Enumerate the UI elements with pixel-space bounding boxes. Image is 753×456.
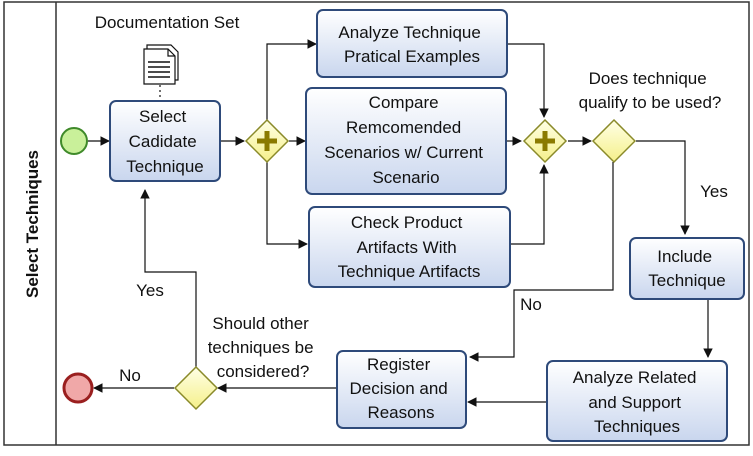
flow-label-no-end: No xyxy=(119,366,141,385)
flow-check-to-join xyxy=(510,164,549,245)
task-register-decision[interactable]: Register Decision and Reasons xyxy=(336,350,467,429)
data-object-label: Documentation Set xyxy=(95,13,240,32)
task-compare-scenarios[interactable]: Compare Remcomended Scenarios w/ Current… xyxy=(305,87,507,195)
parallel-gateway-join[interactable] xyxy=(522,118,568,164)
lane-label: Select Techniques xyxy=(23,150,42,298)
start-event[interactable] xyxy=(60,127,88,155)
parallel-gateway-split[interactable] xyxy=(244,118,290,164)
task-label: Include Technique xyxy=(648,247,726,290)
task-label: Register Decision and Reasons xyxy=(349,355,452,422)
flow-split-to-check xyxy=(266,162,308,249)
exclusive-gateway-other[interactable] xyxy=(173,365,219,411)
other-question-label: Should other techniques be considered? xyxy=(208,314,319,381)
flow-yes-to-include xyxy=(636,140,690,235)
task-include-technique[interactable]: Include Technique xyxy=(629,237,745,300)
task-label: Analyze Technique Pratical Examples xyxy=(338,23,485,66)
task-analyze-practical-examples[interactable]: Analyze Technique Pratical Examples xyxy=(316,9,508,78)
task-label: Select Cadidate Technique xyxy=(126,107,204,176)
plus-icon xyxy=(535,131,555,151)
qualify-question-label: Does technique qualify to be used? xyxy=(579,69,722,112)
flow-no-to-register xyxy=(469,162,614,362)
task-check-product-artifacts[interactable]: Check Product Artifacts With Technique A… xyxy=(308,206,511,288)
document-icon xyxy=(143,44,179,85)
flow-label-no-register: No xyxy=(520,295,542,314)
task-label: Compare Remcomended Scenarios w/ Current… xyxy=(324,93,487,187)
flow-label-yes-include: Yes xyxy=(700,182,728,201)
plus-icon xyxy=(257,131,277,151)
task-label: Check Product Artifacts With Technique A… xyxy=(338,213,481,281)
sequence-flows xyxy=(88,39,713,407)
documentation-set: Documentation Set xyxy=(95,13,240,100)
task-label: Analyze Related and Support Techniques xyxy=(573,368,702,436)
flow-analyze-to-join xyxy=(507,43,549,118)
exclusive-gateway-qualify[interactable] xyxy=(591,118,637,164)
task-analyze-related[interactable]: Analyze Related and Support Techniques xyxy=(546,360,728,442)
flow-split-to-analyze xyxy=(266,39,317,121)
end-event[interactable] xyxy=(62,372,94,404)
flow-label-yes-loop: Yes xyxy=(136,281,164,300)
task-select-candidate[interactable]: Select Cadidate Technique xyxy=(109,100,221,182)
flow-yes-loop-to-select xyxy=(140,189,197,368)
